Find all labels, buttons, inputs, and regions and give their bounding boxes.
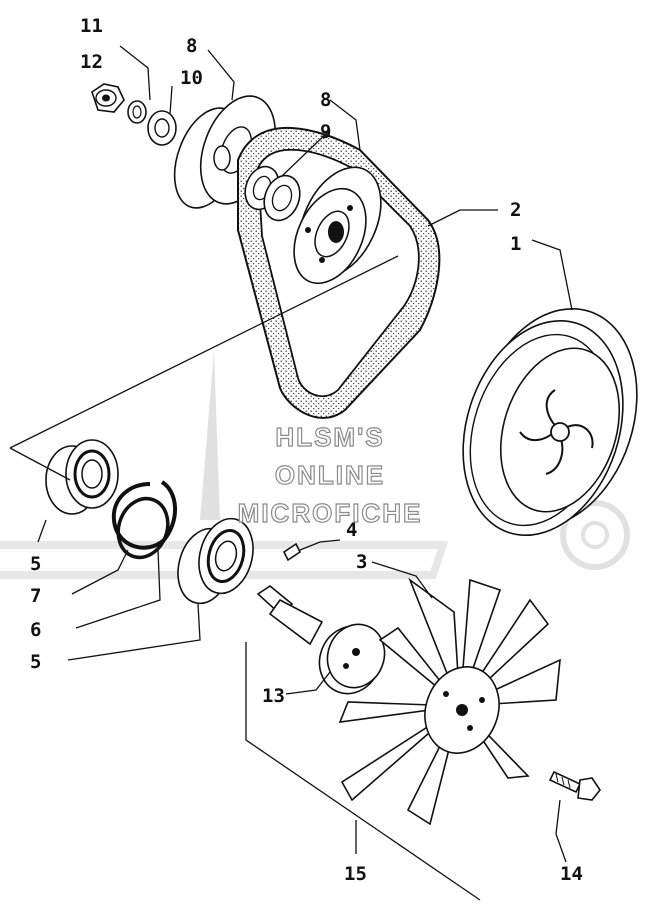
callout-12: 12: [80, 51, 103, 73]
callout-9: 9: [320, 121, 331, 143]
callout-13: 13: [262, 685, 285, 707]
callout-3: 3: [356, 551, 367, 573]
watermark-line-3: MICROFICHE: [238, 498, 423, 528]
callout-10: 10: [180, 67, 203, 89]
driven-pulley-half-part-8: [293, 166, 382, 285]
callout-1: 1: [510, 233, 521, 255]
callout-7: 7: [30, 585, 41, 607]
crankshaft-pulley-part-1: [462, 307, 638, 537]
bolt-part-14: [548, 770, 601, 801]
lock-washer-part-11: [127, 100, 147, 124]
watermark-line-1: HLSM'S: [275, 422, 384, 452]
watermark-line-2: ONLINE: [275, 460, 385, 490]
callout-15: 15: [344, 863, 367, 885]
callout-8-right: 8: [320, 89, 331, 111]
spacer-part-9: [244, 165, 301, 222]
bearing-part-5-lower: [177, 517, 254, 605]
callout-labels: 11 12 10 8 8 9 2 1 5 7 6 5 4 3 13 15 14: [30, 15, 583, 885]
callout-5-upper: 5: [30, 553, 41, 575]
fan-shaft-part-13: [256, 585, 386, 695]
snap-ring-part-7: [111, 480, 178, 550]
retaining-ring-part-6: [116, 496, 170, 560]
callout-8-left: 8: [186, 35, 197, 57]
callout-4: 4: [346, 519, 357, 541]
callout-11: 11: [80, 15, 103, 37]
watermark-logo: [0, 350, 630, 579]
callout-5-lower: 5: [30, 651, 41, 673]
callout-2: 2: [510, 199, 521, 221]
bearing-part-5-upper: [45, 439, 119, 515]
watermark-text: HLSM'S ONLINE MICROFICHE: [237, 421, 423, 528]
woodruff-key-part-4: [282, 542, 302, 562]
callout-14: 14: [560, 863, 583, 885]
callout-6: 6: [30, 619, 41, 641]
nut-part-12: [91, 83, 125, 113]
leader-lines: [9, 45, 573, 901]
washer-part-10: [147, 110, 177, 146]
fan-part-3: [338, 577, 561, 826]
